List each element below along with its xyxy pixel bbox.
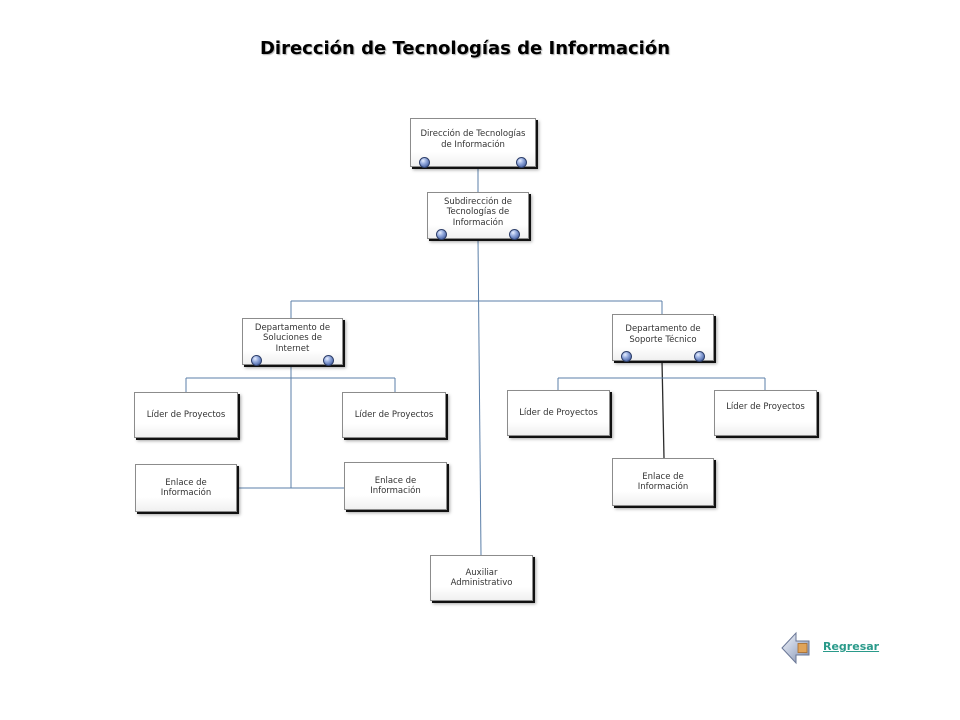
node-lider-proyectos-1: Líder de Proyectos — [134, 392, 238, 438]
page-title: Dirección de Tecnologías de Información — [259, 38, 671, 59]
node-label: Líder de Proyectos — [146, 409, 226, 420]
node-enlace-informacion-3: Enlace de Información — [612, 458, 714, 506]
node-label: Subdirección de Tecnologías de Informaci… — [443, 196, 513, 228]
node-label: Líder de Proyectos — [726, 401, 805, 412]
edge-n4-trunk — [661, 360, 665, 459]
node-label: Departamento de Soporte Técnico — [625, 324, 701, 345]
knob-icon — [516, 157, 527, 168]
knob-icon — [621, 351, 632, 362]
knob-icon — [436, 229, 447, 240]
back-link[interactable]: Regresar — [823, 640, 880, 653]
node-subdireccion-ti: Subdirección de Tecnologías de Informaci… — [427, 192, 529, 240]
knob-icon — [419, 157, 430, 168]
back-arrow-icon[interactable] — [781, 630, 811, 666]
node-lider-proyectos-4: Líder de Proyectos — [714, 390, 817, 436]
node-label: Enlace de Información — [370, 475, 421, 497]
node-label: Auxiliar Administrativo — [450, 567, 513, 589]
knob-icon — [509, 229, 520, 240]
node-label: Enlace de Información — [637, 471, 689, 493]
node-enlace-informacion-1: Enlace de Información — [135, 464, 237, 512]
node-label: Departamento de Soluciones de Internet — [254, 322, 331, 354]
node-depto-soluciones-internet: Departamento de Soluciones de Internet — [242, 318, 343, 366]
node-label: Enlace de Información — [160, 477, 212, 499]
node-depto-soporte-tecnico: Departamento de Soporte Técnico — [612, 314, 714, 362]
node-lider-proyectos-3: Líder de Proyectos — [507, 390, 610, 436]
node-direccion-ti: Dirección de Tecnologías de Información — [410, 118, 536, 168]
edge-n2-n12 — [477, 238, 482, 556]
node-enlace-informacion-2: Enlace de Información — [344, 462, 447, 510]
knob-icon — [323, 355, 334, 366]
node-label: Dirección de Tecnologías de Información — [420, 129, 526, 150]
node-auxiliar-administrativo: Auxiliar Administrativo — [430, 555, 533, 601]
knob-icon — [251, 355, 262, 366]
knob-icon — [694, 351, 705, 362]
node-lider-proyectos-2: Líder de Proyectos — [342, 392, 446, 438]
node-label: Líder de Proyectos — [519, 407, 598, 418]
node-label: Líder de Proyectos — [354, 409, 434, 420]
